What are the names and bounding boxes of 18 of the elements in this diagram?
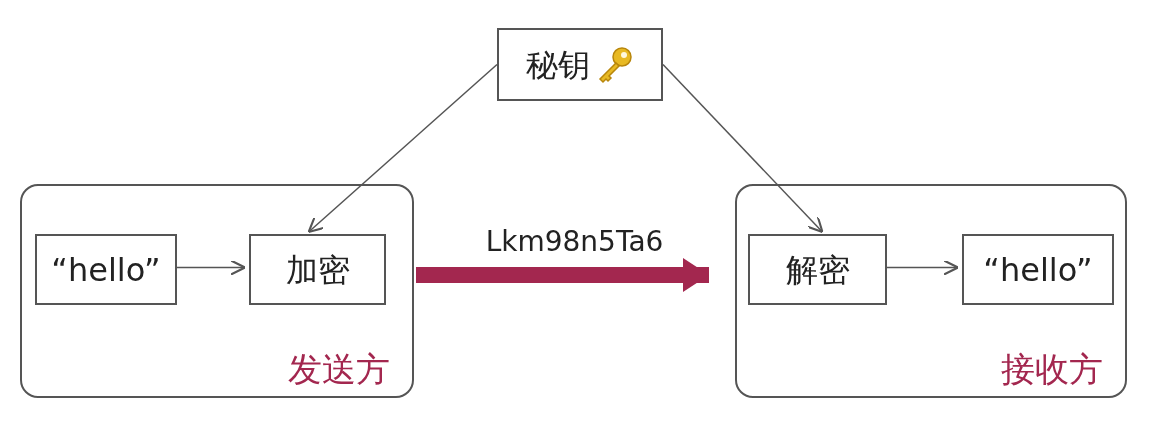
group-frame — [735, 184, 1127, 398]
box-label: “hello” — [51, 253, 161, 286]
process-box — [748, 234, 887, 305]
box-label: “hello” — [983, 253, 1093, 286]
arrow — [176, 259, 247, 276]
box-label: 秘钥 — [526, 48, 590, 81]
group-label: 发送方 — [288, 352, 390, 386]
arrow — [307, 63, 498, 234]
process-box — [249, 234, 386, 305]
arrow — [662, 63, 824, 234]
process-box — [962, 234, 1114, 305]
group-label: 接收方 — [1001, 352, 1103, 386]
box-label: 解密 — [785, 253, 850, 286]
box-label: 加密 — [285, 253, 350, 286]
process-box — [35, 234, 177, 305]
process-box — [497, 28, 663, 101]
arrow — [886, 259, 960, 276]
group-frame — [20, 184, 414, 398]
